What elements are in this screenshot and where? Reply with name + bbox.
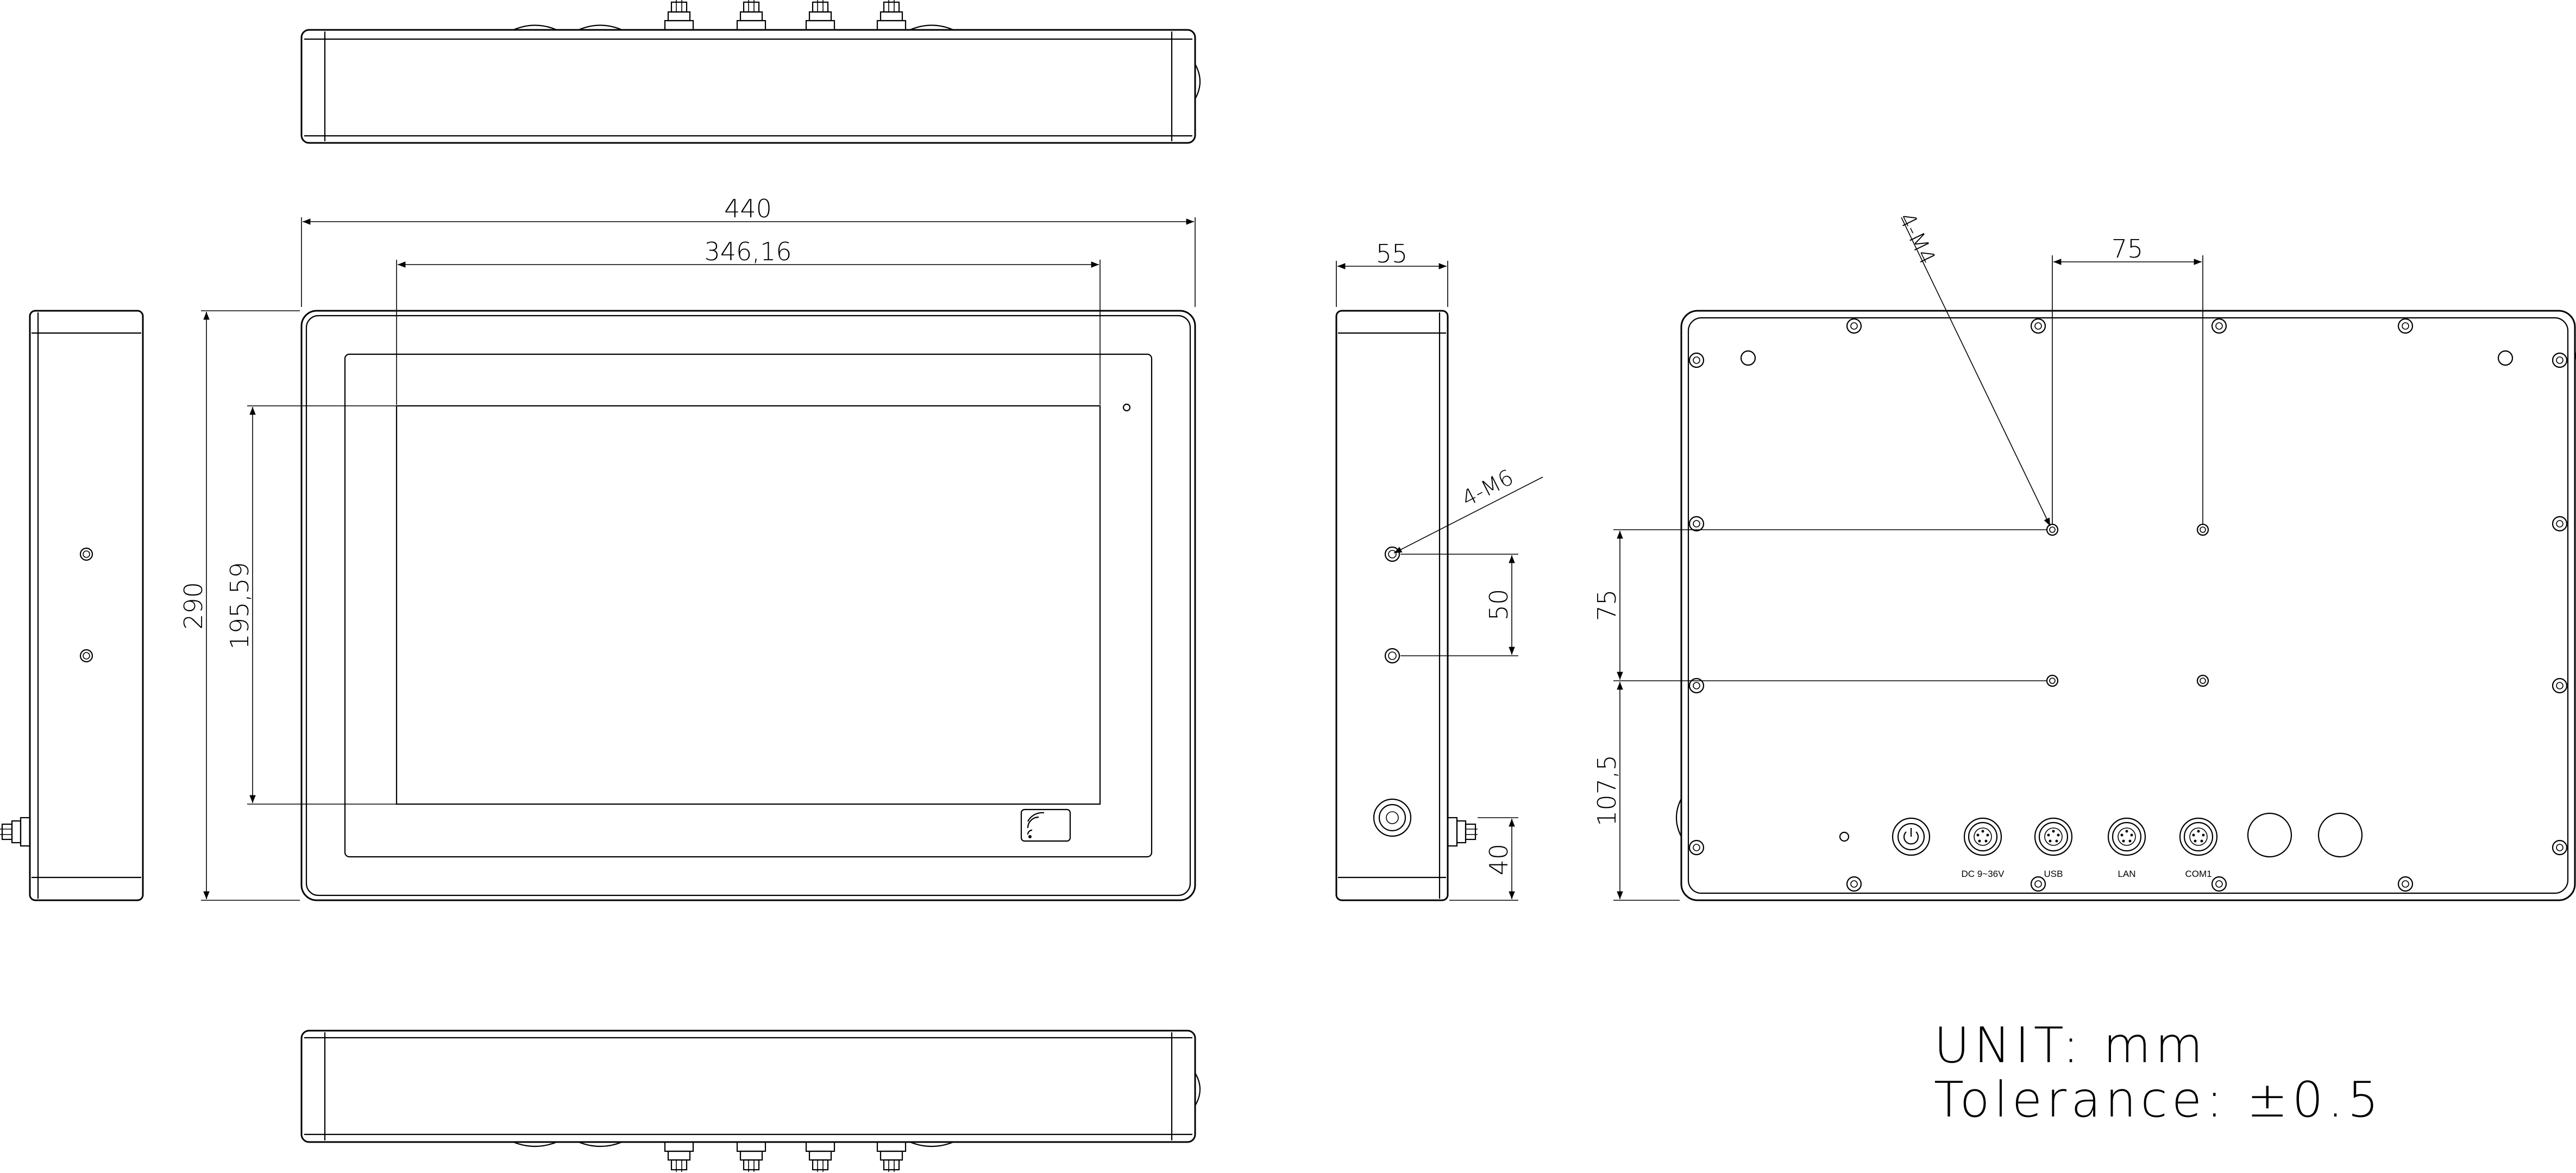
dimension-vesa-from-bottom: 107,5: [1592, 682, 1680, 901]
svg-text:346,16: 346,16: [705, 237, 792, 266]
dimension-side-connector-height: 40: [1449, 817, 1518, 901]
rear-perimeter-screws: [1688, 318, 2568, 892]
dimension-active-width: 346,16: [396, 237, 1101, 405]
svg-text:440: 440: [724, 194, 772, 223]
port-label-usb: USB: [2044, 869, 2063, 879]
unit-note: UNIT: mm: [1934, 1017, 2207, 1074]
power-icon: [1892, 817, 1931, 856]
status-led: [1839, 831, 1850, 842]
bottom-view: [300, 1030, 1201, 1172]
svg-text:75: 75: [2112, 234, 2144, 264]
dimension-side-hole-spacing: 50: [1400, 554, 1518, 656]
svg-text:4-M4: 4-M4: [1894, 209, 1940, 268]
svg-text:40: 40: [1484, 844, 1513, 876]
blank-plug: [2317, 812, 2363, 858]
blank-plug: [2247, 812, 2292, 858]
port-label-com: COM1: [2185, 869, 2211, 879]
port-dc: [1963, 817, 2002, 856]
svg-text:50: 50: [1484, 589, 1513, 621]
svg-text:195,59: 195,59: [225, 562, 254, 650]
front-bezel: [300, 310, 1196, 901]
top-connectors: [664, 0, 907, 31]
port-com: [2179, 817, 2218, 856]
svg-text:55: 55: [1376, 239, 1408, 268]
active-area: [395, 405, 1101, 805]
bottom-connectors: [664, 1141, 907, 1172]
front-view: [300, 310, 1196, 901]
front-window: [344, 353, 1153, 858]
port-label-dc: DC 9~36V: [1962, 869, 2005, 879]
dimension-depth: 55: [1336, 239, 1448, 307]
dimension-vesa-vertical: 75: [1592, 529, 2047, 681]
dimension-overall-width: 440: [301, 194, 1196, 307]
nfc-icon: [1020, 808, 1071, 842]
port-usb: [2034, 817, 2073, 856]
ambient-sensor: [1122, 403, 1131, 412]
dimension-vesa-horizontal: 75: [2052, 234, 2203, 524]
dimension-active-height: 195,59: [225, 405, 1100, 805]
top-view: [300, 0, 1201, 144]
port-lan: [2107, 817, 2146, 856]
svg-text:290: 290: [179, 582, 208, 630]
vesa-holes: [2046, 523, 2209, 687]
tolerance-note: Tolerance: ±0.5: [1934, 1071, 2383, 1128]
svg-text:107,5: 107,5: [1592, 755, 1622, 826]
callout-side-thread: 4-M6: [1393, 465, 1543, 554]
rear-view: DC 9~36V USB LAN COM1: [1676, 310, 2576, 901]
right-side-view: [1335, 310, 1478, 901]
callout-rear-thread: 4-M4: [1894, 209, 2051, 526]
svg-text:75: 75: [1592, 589, 1622, 622]
dimension-overall-height: 290: [179, 310, 300, 901]
left-side-view: [0, 310, 144, 901]
port-label-lan: LAN: [2118, 869, 2135, 879]
